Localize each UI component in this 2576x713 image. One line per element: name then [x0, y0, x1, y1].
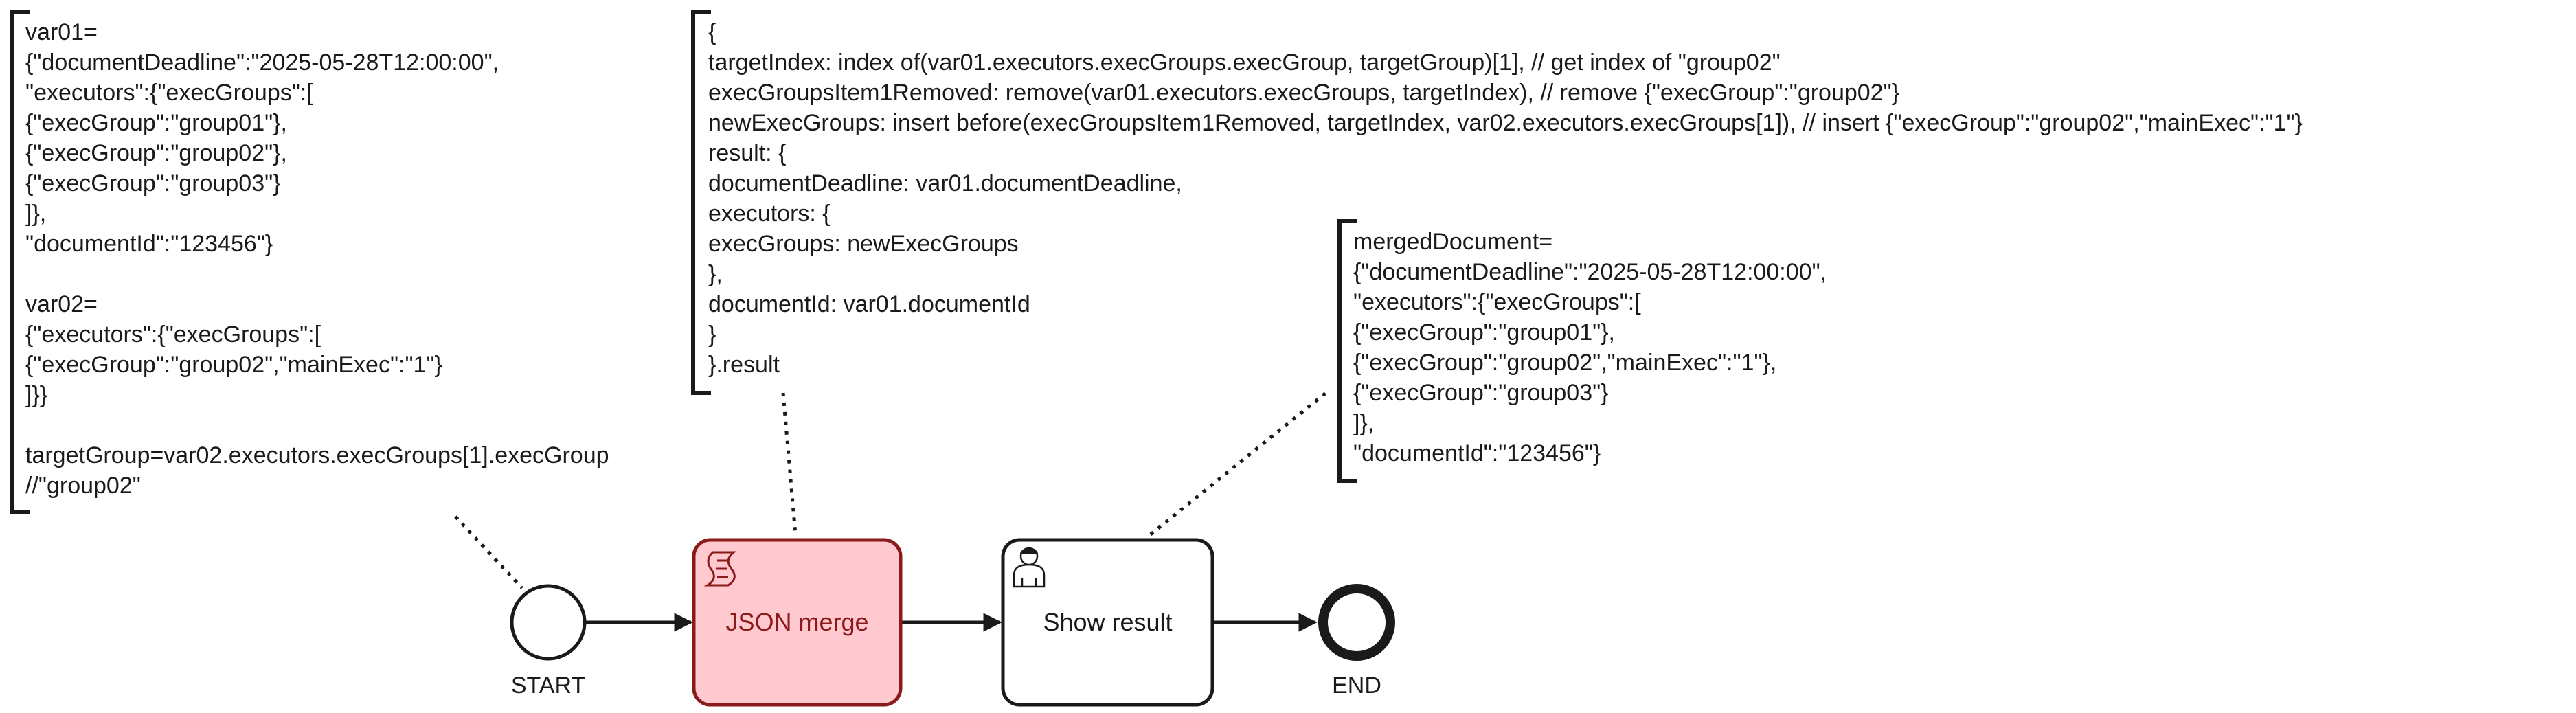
annotation-line: targetIndex: index of(var01.executors.ex… — [708, 49, 1781, 76]
json-merge-label: JSON merge — [725, 608, 869, 636]
annotation-line: }.result — [708, 352, 780, 378]
annotation-line: newExecGroups: insert before(execGroupsI… — [708, 110, 2303, 136]
annotation-line: ]}, — [1353, 410, 1375, 436]
annotation-line: {"execGroup":"group02","mainExec":"1"}, — [1353, 350, 1777, 376]
show-result-task[interactable] — [1001, 538, 1214, 707]
annotation-line: var02= — [25, 291, 98, 317]
annotation-script: { targetIndex: index of(var01.executors.e… — [708, 17, 2303, 380]
annotation-line: {"execGroup":"group03"} — [25, 170, 281, 196]
annotation-line: {"execGroup":"group01"}, — [1353, 319, 1615, 346]
annotation-line: execGroupsItem1Removed: remove(var01.exe… — [708, 80, 1900, 106]
annotation-line: {"execGroup":"group02"}, — [25, 140, 287, 166]
annotation-line: }, — [708, 261, 723, 287]
annotation-line: {"execGroup":"group02","mainExec":"1"} — [25, 352, 442, 378]
annotation-line: //"group02" — [25, 473, 141, 499]
annotation-line: } — [708, 321, 716, 348]
association-show-result[interactable] — [1149, 389, 1331, 536]
script-icon — [703, 551, 737, 587]
start-event[interactable] — [510, 584, 587, 661]
annotation-line: "executors":{"execGroups":[ — [25, 80, 313, 106]
annotation-line — [25, 259, 609, 289]
annotation-line: ]}} — [25, 382, 48, 408]
json-merge-task[interactable] — [692, 538, 903, 707]
annotation-line: "documentId":"123456"} — [1353, 440, 1601, 466]
annotation-inputs-bracket[interactable] — [10, 10, 30, 514]
annotation-line: documentId: var01.documentId — [708, 291, 1030, 317]
annotation-inputs: var01= {"documentDeadline":"2025-05-28T12… — [25, 17, 609, 501]
annotation-line: {"execGroup":"group01"}, — [25, 110, 287, 136]
association-start-inputs[interactable] — [454, 515, 523, 589]
annotation-result-bracket[interactable] — [1337, 219, 1357, 483]
annotation-line: {"documentDeadline":"2025-05-28T12:00:00… — [25, 49, 499, 76]
association-merge-script[interactable] — [781, 392, 798, 535]
annotation-line: {"executors":{"execGroups":[ — [25, 321, 321, 348]
annotation-line: "executors":{"execGroups":[ — [1353, 289, 1641, 315]
annotation-result: mergedDocument= {"documentDeadline":"2025… — [1353, 227, 1827, 468]
annotation-line — [25, 410, 609, 440]
end-event[interactable] — [1318, 584, 1395, 661]
end-event-label: END — [1332, 672, 1381, 699]
annotation-line: mergedDocument= — [1353, 229, 1553, 255]
annotation-line: targetGroup=var02.executors.execGroups[1… — [25, 442, 609, 468]
annotation-line: { — [708, 19, 716, 45]
annotation-script-bracket[interactable] — [691, 10, 711, 395]
annotation-line: execGroups: newExecGroups — [708, 231, 1019, 257]
annotation-line: {"execGroup":"group03"} — [1353, 380, 1609, 406]
show-result-label: Show result — [1043, 608, 1173, 636]
start-event-label: START — [510, 672, 586, 699]
annotation-line: result: { — [708, 140, 787, 166]
annotation-line: {"documentDeadline":"2025-05-28T12:00:00… — [1353, 259, 1827, 285]
annotation-line: "documentId":"123456"} — [25, 231, 273, 257]
annotation-line: executors: { — [708, 201, 831, 227]
annotation-line: var01= — [25, 19, 98, 45]
annotation-line: ]}, — [25, 201, 47, 227]
annotation-line: documentDeadline: var01.documentDeadline… — [708, 170, 1182, 196]
user-icon — [1013, 547, 1046, 588]
